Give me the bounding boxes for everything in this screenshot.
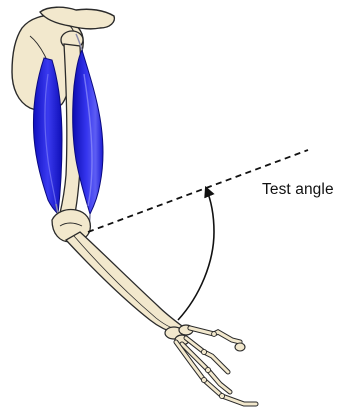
triceps-muscle <box>33 58 62 230</box>
arc-arrow-icon <box>178 188 214 320</box>
hand <box>176 328 256 404</box>
forearm <box>66 232 182 334</box>
test-angle-label: Test angle <box>262 181 334 199</box>
scapula <box>12 7 114 110</box>
